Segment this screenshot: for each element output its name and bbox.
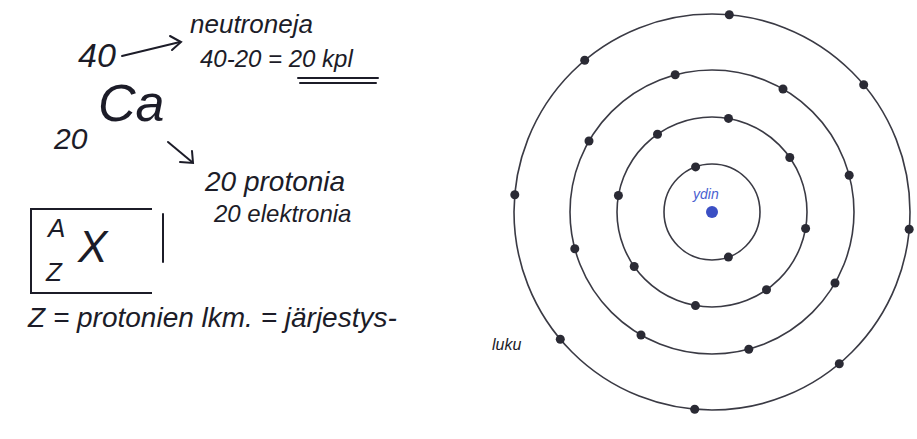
note-text: 40-20 = 20 kpl xyxy=(200,45,353,73)
electron xyxy=(691,162,700,171)
electron xyxy=(556,335,565,344)
underline xyxy=(300,82,376,84)
notation-box: AXZ xyxy=(30,208,152,294)
electron xyxy=(580,56,589,65)
electron xyxy=(585,137,594,146)
electron xyxy=(690,405,699,414)
electron xyxy=(744,345,753,354)
electron xyxy=(614,191,623,200)
bracket-line xyxy=(162,214,164,262)
arrow-head xyxy=(170,36,181,50)
note-text: Ca xyxy=(98,74,164,134)
electron xyxy=(691,301,700,310)
electron xyxy=(905,225,914,234)
electron-shell xyxy=(617,117,807,307)
electron xyxy=(831,279,840,288)
note-text: 40 xyxy=(78,36,116,75)
underline xyxy=(298,77,378,79)
note-text: luku xyxy=(492,336,521,354)
electron xyxy=(724,253,733,262)
electron xyxy=(637,331,646,340)
note-text: 20 protonia xyxy=(205,166,345,198)
note-text: neutroneja xyxy=(190,10,313,40)
notation-symbol: X xyxy=(78,222,107,273)
electron-shell xyxy=(514,14,910,410)
electron xyxy=(724,114,733,123)
electron xyxy=(671,70,680,79)
electron xyxy=(801,224,810,233)
electron xyxy=(510,190,519,199)
note-text: Z = protonien lkm. = järjestys- xyxy=(28,302,397,334)
electron xyxy=(630,262,639,271)
note-text: 20 elektronia xyxy=(214,200,351,228)
electron xyxy=(762,285,771,294)
electron xyxy=(779,85,788,94)
nucleus xyxy=(706,206,718,218)
notation-symbol: Z xyxy=(46,258,62,288)
note-text: 20 xyxy=(54,122,87,157)
nucleus-label: ydin xyxy=(693,186,719,202)
electron xyxy=(570,244,579,253)
electron-shell xyxy=(570,70,854,354)
notation-symbol: A xyxy=(48,214,65,244)
electron xyxy=(845,171,854,180)
electron xyxy=(785,153,794,162)
arrow-line xyxy=(168,142,192,162)
electron-shell xyxy=(664,164,760,260)
arrow-head xyxy=(180,151,193,163)
electron xyxy=(859,80,868,89)
arrow-line xyxy=(122,42,180,56)
electron xyxy=(653,130,662,139)
electron xyxy=(835,359,844,368)
electron xyxy=(725,10,734,19)
